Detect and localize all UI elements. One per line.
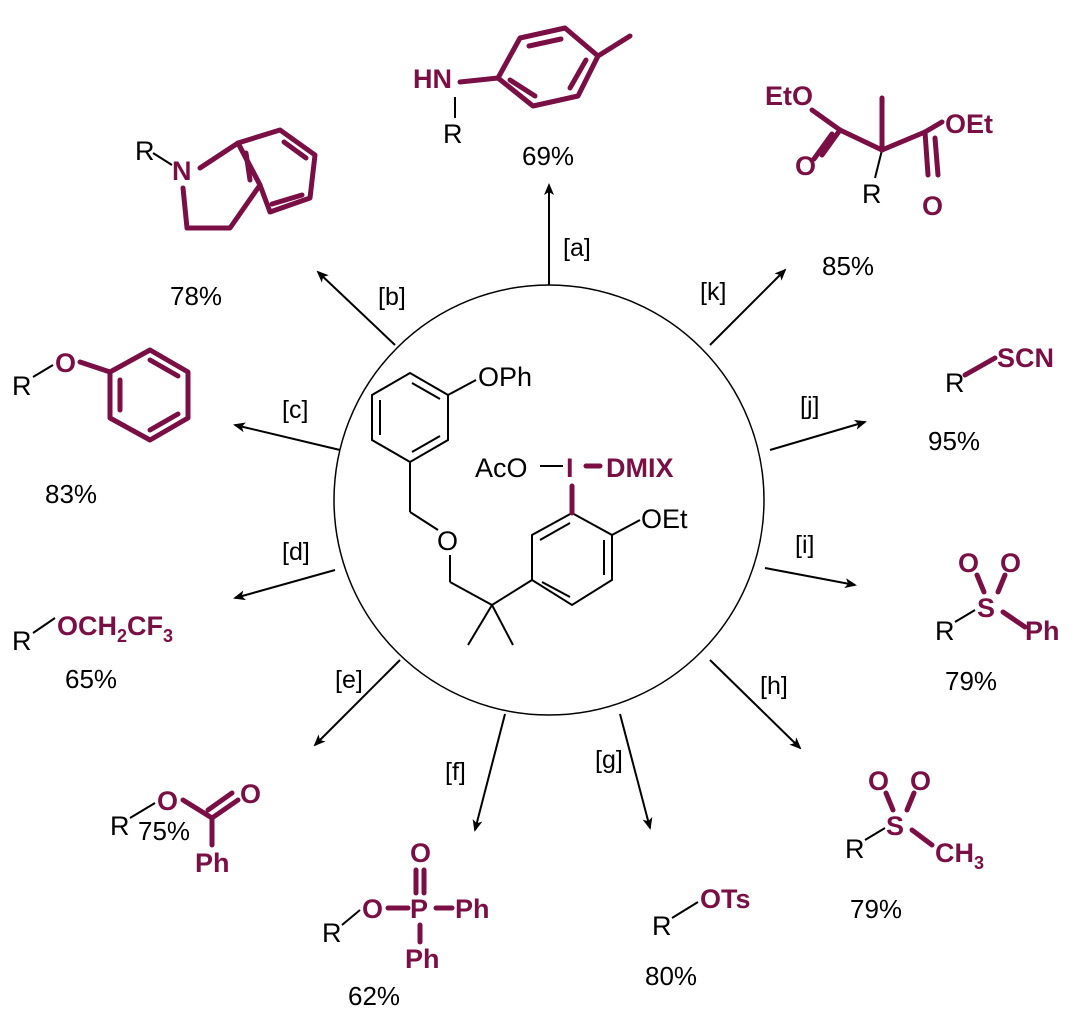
product-k: EtO O R O OEt — [765, 81, 993, 221]
svg-text:Ph: Ph — [405, 944, 440, 974]
svg-text:O: O — [410, 838, 431, 868]
svg-text:O: O — [240, 779, 261, 809]
label-k: [k] — [700, 278, 726, 306]
svg-text:CH3: CH3 — [935, 838, 984, 873]
svg-text:O: O — [922, 191, 943, 221]
svg-text:O: O — [795, 151, 816, 181]
svg-text:S: S — [977, 593, 995, 623]
label-h: [h] — [760, 672, 788, 700]
svg-text:R: R — [945, 368, 965, 398]
product-d: R OCH2CF3 — [12, 611, 173, 656]
oph-label: OPh — [478, 362, 532, 392]
label-g: [g] — [595, 746, 623, 774]
ether-o-label: O — [437, 526, 458, 556]
oet-label: OEt — [641, 504, 688, 534]
svg-text:O: O — [868, 766, 889, 796]
svg-text:P: P — [410, 894, 428, 924]
yield-i: 79% — [945, 666, 997, 696]
arrow-k — [709, 268, 787, 346]
label-b: [b] — [378, 283, 406, 311]
arrow-h — [709, 659, 802, 750]
product-j: R SCN — [945, 343, 1054, 398]
svg-text:O: O — [55, 348, 76, 378]
svg-text:R: R — [935, 616, 955, 646]
svg-text:O: O — [1000, 548, 1021, 578]
yield-d: 65% — [65, 664, 117, 694]
svg-text:Ph: Ph — [1025, 616, 1060, 646]
svg-text:O: O — [958, 548, 979, 578]
arrows — [233, 183, 867, 832]
svg-text:S: S — [886, 811, 904, 841]
svg-text:OEt: OEt — [945, 109, 993, 139]
label-j: [j] — [800, 392, 819, 420]
yield-b: 78% — [170, 281, 222, 311]
yield-j: 95% — [928, 426, 980, 456]
svg-text:O: O — [157, 786, 178, 816]
product-a: HN R — [413, 25, 633, 149]
label-f: [f] — [445, 758, 466, 786]
yield-h: 79% — [850, 894, 902, 924]
product-g: R OTs — [652, 884, 751, 941]
arrow-d — [233, 569, 336, 601]
aco-label: AcO — [475, 453, 528, 483]
dmix-label: DMIX — [606, 453, 674, 483]
yield-f: 62% — [348, 981, 400, 1011]
center-circle — [333, 284, 765, 716]
label-c: [c] — [282, 396, 308, 424]
label-i: [i] — [795, 531, 814, 559]
svg-text:N: N — [172, 156, 192, 186]
svg-text:R: R — [12, 626, 32, 656]
arrow-e — [313, 659, 401, 747]
iodine-label: I — [566, 453, 574, 483]
central-molecule: OPh O AcO I DMIX OEt — [371, 362, 688, 646]
svg-text:R: R — [443, 119, 463, 149]
arrow-b — [316, 270, 396, 346]
product-f: R O P O Ph Ph — [322, 838, 490, 974]
product-c: R O — [12, 347, 191, 443]
arrow-c — [233, 422, 341, 451]
yield-a: 69% — [522, 141, 574, 171]
product-h: R S O O CH3 — [845, 766, 984, 873]
product-i: R S O O Ph — [935, 548, 1060, 646]
svg-text:R: R — [135, 136, 155, 166]
svg-text:Ph: Ph — [195, 848, 230, 878]
yield-k: 85% — [822, 251, 874, 281]
yield-e: 75% — [138, 816, 190, 846]
product-e: R O O Ph — [110, 779, 261, 878]
svg-text:O: O — [910, 766, 931, 796]
arrow-f — [472, 713, 506, 832]
label-e: [e] — [335, 666, 363, 694]
product-b: R N — [135, 127, 318, 231]
svg-text:R: R — [652, 911, 672, 941]
svg-text:R: R — [110, 811, 130, 841]
svg-text:R: R — [862, 179, 882, 209]
arrow-g — [619, 713, 653, 830]
svg-text:EtO: EtO — [765, 81, 813, 111]
svg-text:Ph: Ph — [455, 894, 490, 924]
svg-text:SCN: SCN — [997, 343, 1054, 373]
svg-text:R: R — [12, 371, 32, 401]
label-a: [a] — [563, 234, 591, 262]
svg-text:OCH2CF3: OCH2CF3 — [57, 611, 173, 646]
arrow-j — [769, 420, 867, 451]
svg-text:HN: HN — [413, 64, 452, 94]
svg-text:O: O — [362, 894, 383, 924]
svg-text:R: R — [322, 918, 342, 948]
arrow-i — [764, 567, 857, 589]
svg-text:OTs: OTs — [700, 884, 751, 914]
label-d: [d] — [282, 538, 310, 566]
yield-c: 83% — [45, 479, 97, 509]
svg-text:R: R — [845, 834, 865, 864]
yield-g: 80% — [645, 961, 697, 991]
